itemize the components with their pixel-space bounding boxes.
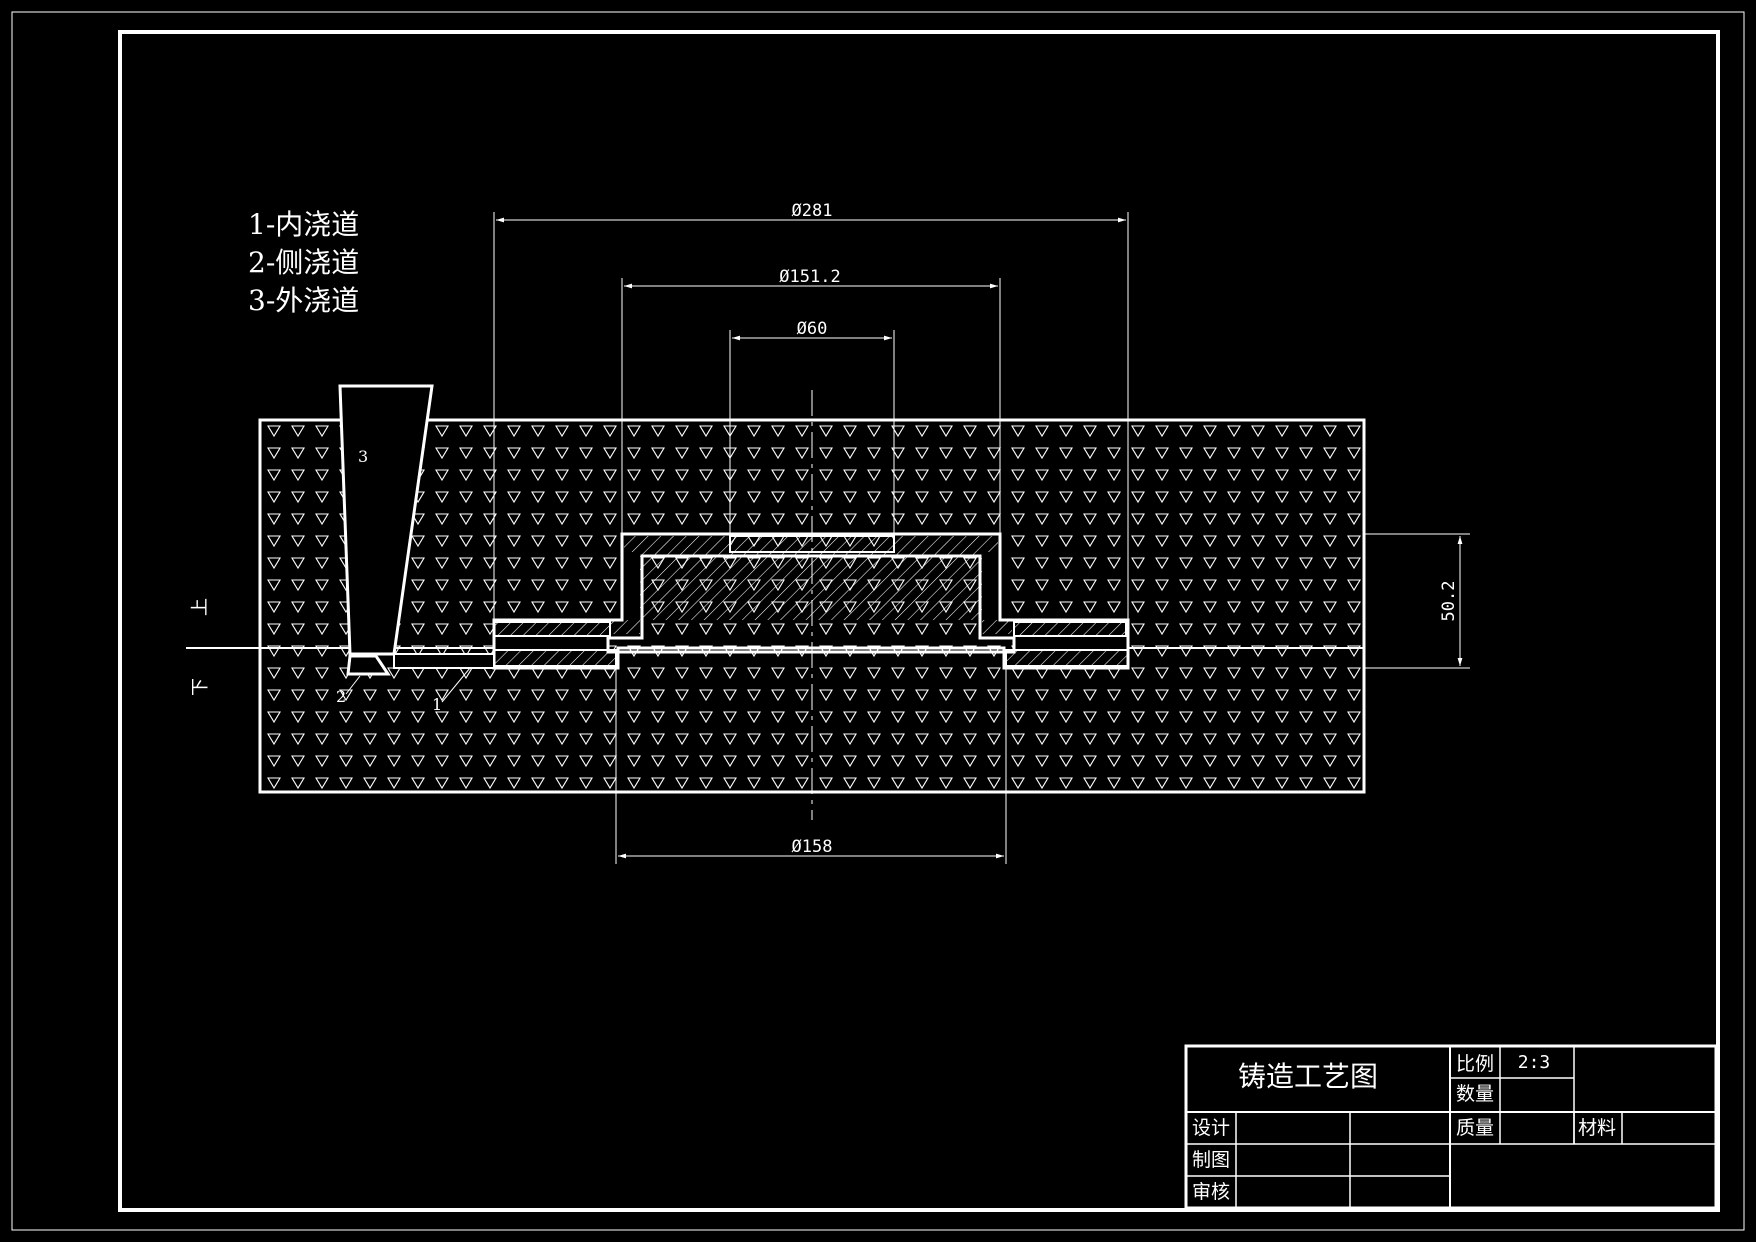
parting-upper-mark: 上 — [190, 598, 211, 616]
title-block-title: 铸造工艺图 — [1238, 1060, 1378, 1093]
label-2: 2 — [336, 687, 346, 706]
parting-lower-mark: 下 — [190, 678, 211, 696]
draw-label: 制图 — [1192, 1149, 1230, 1171]
dim-text-158: Ø158 — [792, 837, 833, 857]
label-1: 1 — [432, 695, 442, 714]
dim-text-281: Ø281 — [792, 201, 833, 221]
legend: 1-内浇道 2-侧浇道 3-外浇道 — [248, 208, 359, 317]
review-label: 审核 — [1192, 1181, 1230, 1203]
leader-1 — [441, 667, 471, 703]
flange-left-upper — [493, 621, 611, 637]
inner-gate — [393, 653, 495, 669]
mass-label: 质量 — [1456, 1117, 1494, 1139]
label-3: 3 — [358, 447, 368, 466]
sheet-inner-border — [118, 30, 1720, 1212]
flange-left-lower — [493, 649, 617, 667]
dim-text-151: Ø151.2 — [779, 267, 840, 287]
dimension-50: 50.2 — [1364, 533, 1470, 669]
flange-right-lower — [1005, 649, 1129, 667]
casting-cavity — [492, 532, 1130, 670]
legend-item-3: 3-外浇道 — [248, 284, 359, 317]
dimension-151: Ø151.2 — [621, 267, 1001, 534]
gating-system: 3 2 1 — [336, 384, 495, 714]
sheet-outer-border — [11, 11, 1745, 1231]
quantity-label: 数量 — [1456, 1083, 1494, 1105]
dimension-60: Ø60 — [729, 319, 895, 536]
dim-text-50: 50.2 — [1439, 581, 1459, 622]
flange-right-upper — [1013, 621, 1127, 637]
design-label: 设计 — [1192, 1117, 1230, 1139]
side-gate — [346, 654, 391, 676]
dimension-158: Ø158 — [615, 668, 1007, 864]
material-label: 材料 — [1578, 1117, 1616, 1139]
dim-text-60: Ø60 — [797, 319, 828, 339]
title-block: 铸造工艺图 比例 2:3 数量 质量 材料 设计 制图 审核 — [1184, 1044, 1718, 1210]
scale-label: 比例 — [1456, 1053, 1494, 1075]
leader-2 — [345, 675, 361, 695]
casting-wall-top — [610, 536, 1012, 634]
legend-item-1: 1-内浇道 — [248, 208, 359, 241]
dimension-281: Ø281 — [493, 201, 1129, 620]
legend-item-2: 2-侧浇道 — [248, 246, 359, 279]
scale-value: 2:3 — [1518, 1052, 1551, 1073]
